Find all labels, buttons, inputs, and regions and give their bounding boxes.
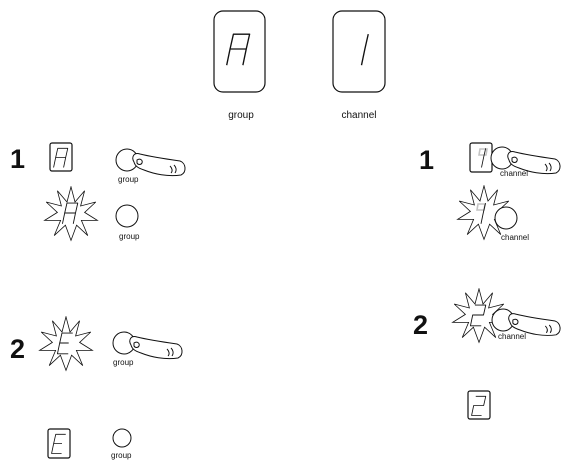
channel-display [332,10,386,93]
group-step2-burst-icon [39,316,93,371]
channel-caption: channel [341,110,376,121]
channel-blink-button [494,206,518,230]
group-caption: group [228,110,254,121]
channel-step1-number: 1 [419,145,434,175]
channel-step1-button [490,146,561,175]
channel-step2-button-label: channel [498,332,526,341]
group-step1-button-label: group [118,175,139,184]
group-blink-button-label: group [119,232,140,241]
group-blink-burst-icon [44,186,98,241]
channel-blink-button-label: channel [501,233,529,242]
channel-step1-button-label: channel [500,169,528,178]
pointing-hand-icon [129,336,183,360]
group-blink-button [115,204,139,228]
channel-step2-number: 2 [413,310,428,340]
channel-step2-button [491,308,561,336]
group-display [213,10,266,93]
group-step1-display [49,142,73,172]
group-step1-number: 1 [10,144,25,174]
group-step1-button [115,148,186,177]
group-result-button-label: group [111,451,132,460]
group-result-button [112,428,132,448]
group-step2-button-label: group [113,358,134,367]
group-step2-number: 2 [10,334,25,364]
channel-result-display [467,390,491,420]
pointing-hand-icon [132,153,186,177]
group-result-display [47,428,71,459]
channel-step1-display [469,142,493,173]
group-step2-button [112,331,183,360]
